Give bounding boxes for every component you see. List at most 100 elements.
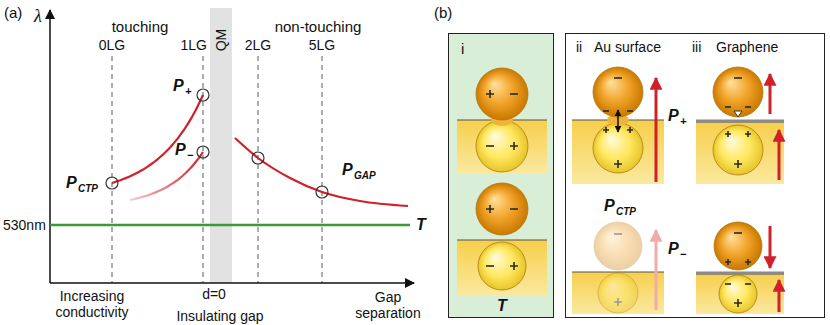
nanoparticle <box>719 275 757 313</box>
mode-label: P <box>668 241 679 257</box>
axis-note: Gap separation <box>348 289 428 321</box>
mode-marker <box>106 177 118 189</box>
negative-charge <box>486 265 494 267</box>
nanoparticle <box>594 222 642 270</box>
mode-subscript: + <box>680 116 686 127</box>
graphene-layer <box>696 120 784 123</box>
mode-label: P <box>604 198 615 214</box>
dipole-arrow <box>769 226 772 268</box>
negative-charge <box>734 232 742 234</box>
dipole-arrow <box>778 280 781 312</box>
layer-label: 1LG <box>181 38 207 52</box>
dipole-arrow <box>655 78 658 182</box>
positive-charge <box>510 142 518 150</box>
subpanel-title: Au surface <box>594 40 661 54</box>
panel-letter: (a) <box>4 5 22 20</box>
negative-charge <box>603 110 609 112</box>
mode-marker <box>197 89 209 101</box>
mode-subscript: − <box>187 150 193 161</box>
negative-charge <box>725 106 731 108</box>
panel-letter: (b) <box>434 5 452 20</box>
nanoparticle <box>593 67 643 117</box>
gold-substrate <box>696 122 784 184</box>
negative-charge <box>486 145 494 147</box>
positive-charge <box>745 131 751 137</box>
graphene-layer <box>696 272 784 275</box>
gap-curve <box>235 138 408 206</box>
positive-charge <box>627 127 633 133</box>
nanoparticle <box>598 273 638 313</box>
positive-charge <box>734 299 742 307</box>
mode-subscript: − <box>680 249 686 260</box>
gold-substrate <box>457 120 547 174</box>
positive-charge <box>614 298 622 306</box>
dipole-arrow <box>778 130 781 180</box>
positive-charge <box>734 160 742 168</box>
nanoparticle <box>713 125 763 175</box>
surface-line <box>696 122 784 123</box>
negative-charge <box>627 110 633 112</box>
wavelength-label: 530nm <box>3 218 46 232</box>
subpanel-number: i <box>461 41 464 56</box>
mode-subscript: GAP <box>354 171 376 181</box>
negative-charge <box>614 233 622 235</box>
positive-charge <box>603 127 609 133</box>
layer-guide <box>111 56 112 283</box>
axis-note: Insulating gap <box>176 309 263 323</box>
qm-band <box>210 8 232 283</box>
mode-label: T <box>416 217 426 233</box>
subpanel-number: ii <box>576 40 582 54</box>
layer-guide <box>321 56 322 283</box>
layer-guide <box>257 56 258 283</box>
mode-marker <box>252 152 264 164</box>
field-arrow <box>734 111 742 117</box>
nanoparticle <box>478 242 526 290</box>
negative-charge <box>745 283 751 285</box>
negative-charge <box>614 77 622 79</box>
nanoparticle <box>714 222 762 270</box>
dipole-arrow <box>655 230 658 310</box>
negative-charge <box>510 93 518 95</box>
positive-charge <box>725 131 731 137</box>
axis-title: λ <box>34 7 42 25</box>
positive-charge <box>614 160 622 168</box>
positive-charge <box>725 259 731 265</box>
layer-label: 5LG <box>309 38 335 52</box>
gold-substrate <box>696 274 784 314</box>
mode-label: P <box>668 108 679 124</box>
layer-label: 2LG <box>245 38 271 52</box>
axis-note: Increasing conductivity <box>37 288 147 320</box>
layer-label: 0LG <box>99 38 125 52</box>
mode-label: P <box>342 162 353 178</box>
negative-charge <box>510 208 518 210</box>
subpanel-title: Graphene <box>716 40 778 54</box>
nanoparticle <box>713 67 763 117</box>
mode-subscript: CTP <box>78 184 98 194</box>
nanoparticle <box>476 183 528 235</box>
positive-charge <box>510 262 518 270</box>
negative-charge <box>745 106 751 108</box>
subpanel-box: iiAu surfaceiiiGraphenePCTPP+P− <box>565 33 825 318</box>
region-label: non-touching <box>275 19 362 34</box>
transverse-mode-line <box>50 224 410 227</box>
nanoparticle <box>476 68 528 120</box>
surface-line <box>457 240 547 241</box>
dimer-illustration <box>449 34 552 316</box>
layer-guide <box>202 56 203 283</box>
mode-marker <box>316 186 328 198</box>
dipole-arrow <box>769 74 772 114</box>
region-label: touching <box>112 19 169 34</box>
y-axis <box>49 10 51 283</box>
positive-charge <box>745 259 751 265</box>
surface-line <box>572 272 664 273</box>
gold-substrate <box>572 272 664 314</box>
positive-charge <box>486 205 494 213</box>
x-axis <box>50 282 414 284</box>
spectrum-plot <box>50 8 414 283</box>
axis-note: d=0 <box>202 287 226 301</box>
mode-label: P <box>173 78 184 94</box>
nanoparticle <box>476 120 528 172</box>
mode-label: T <box>497 298 507 314</box>
dimer-illustration <box>566 34 823 316</box>
